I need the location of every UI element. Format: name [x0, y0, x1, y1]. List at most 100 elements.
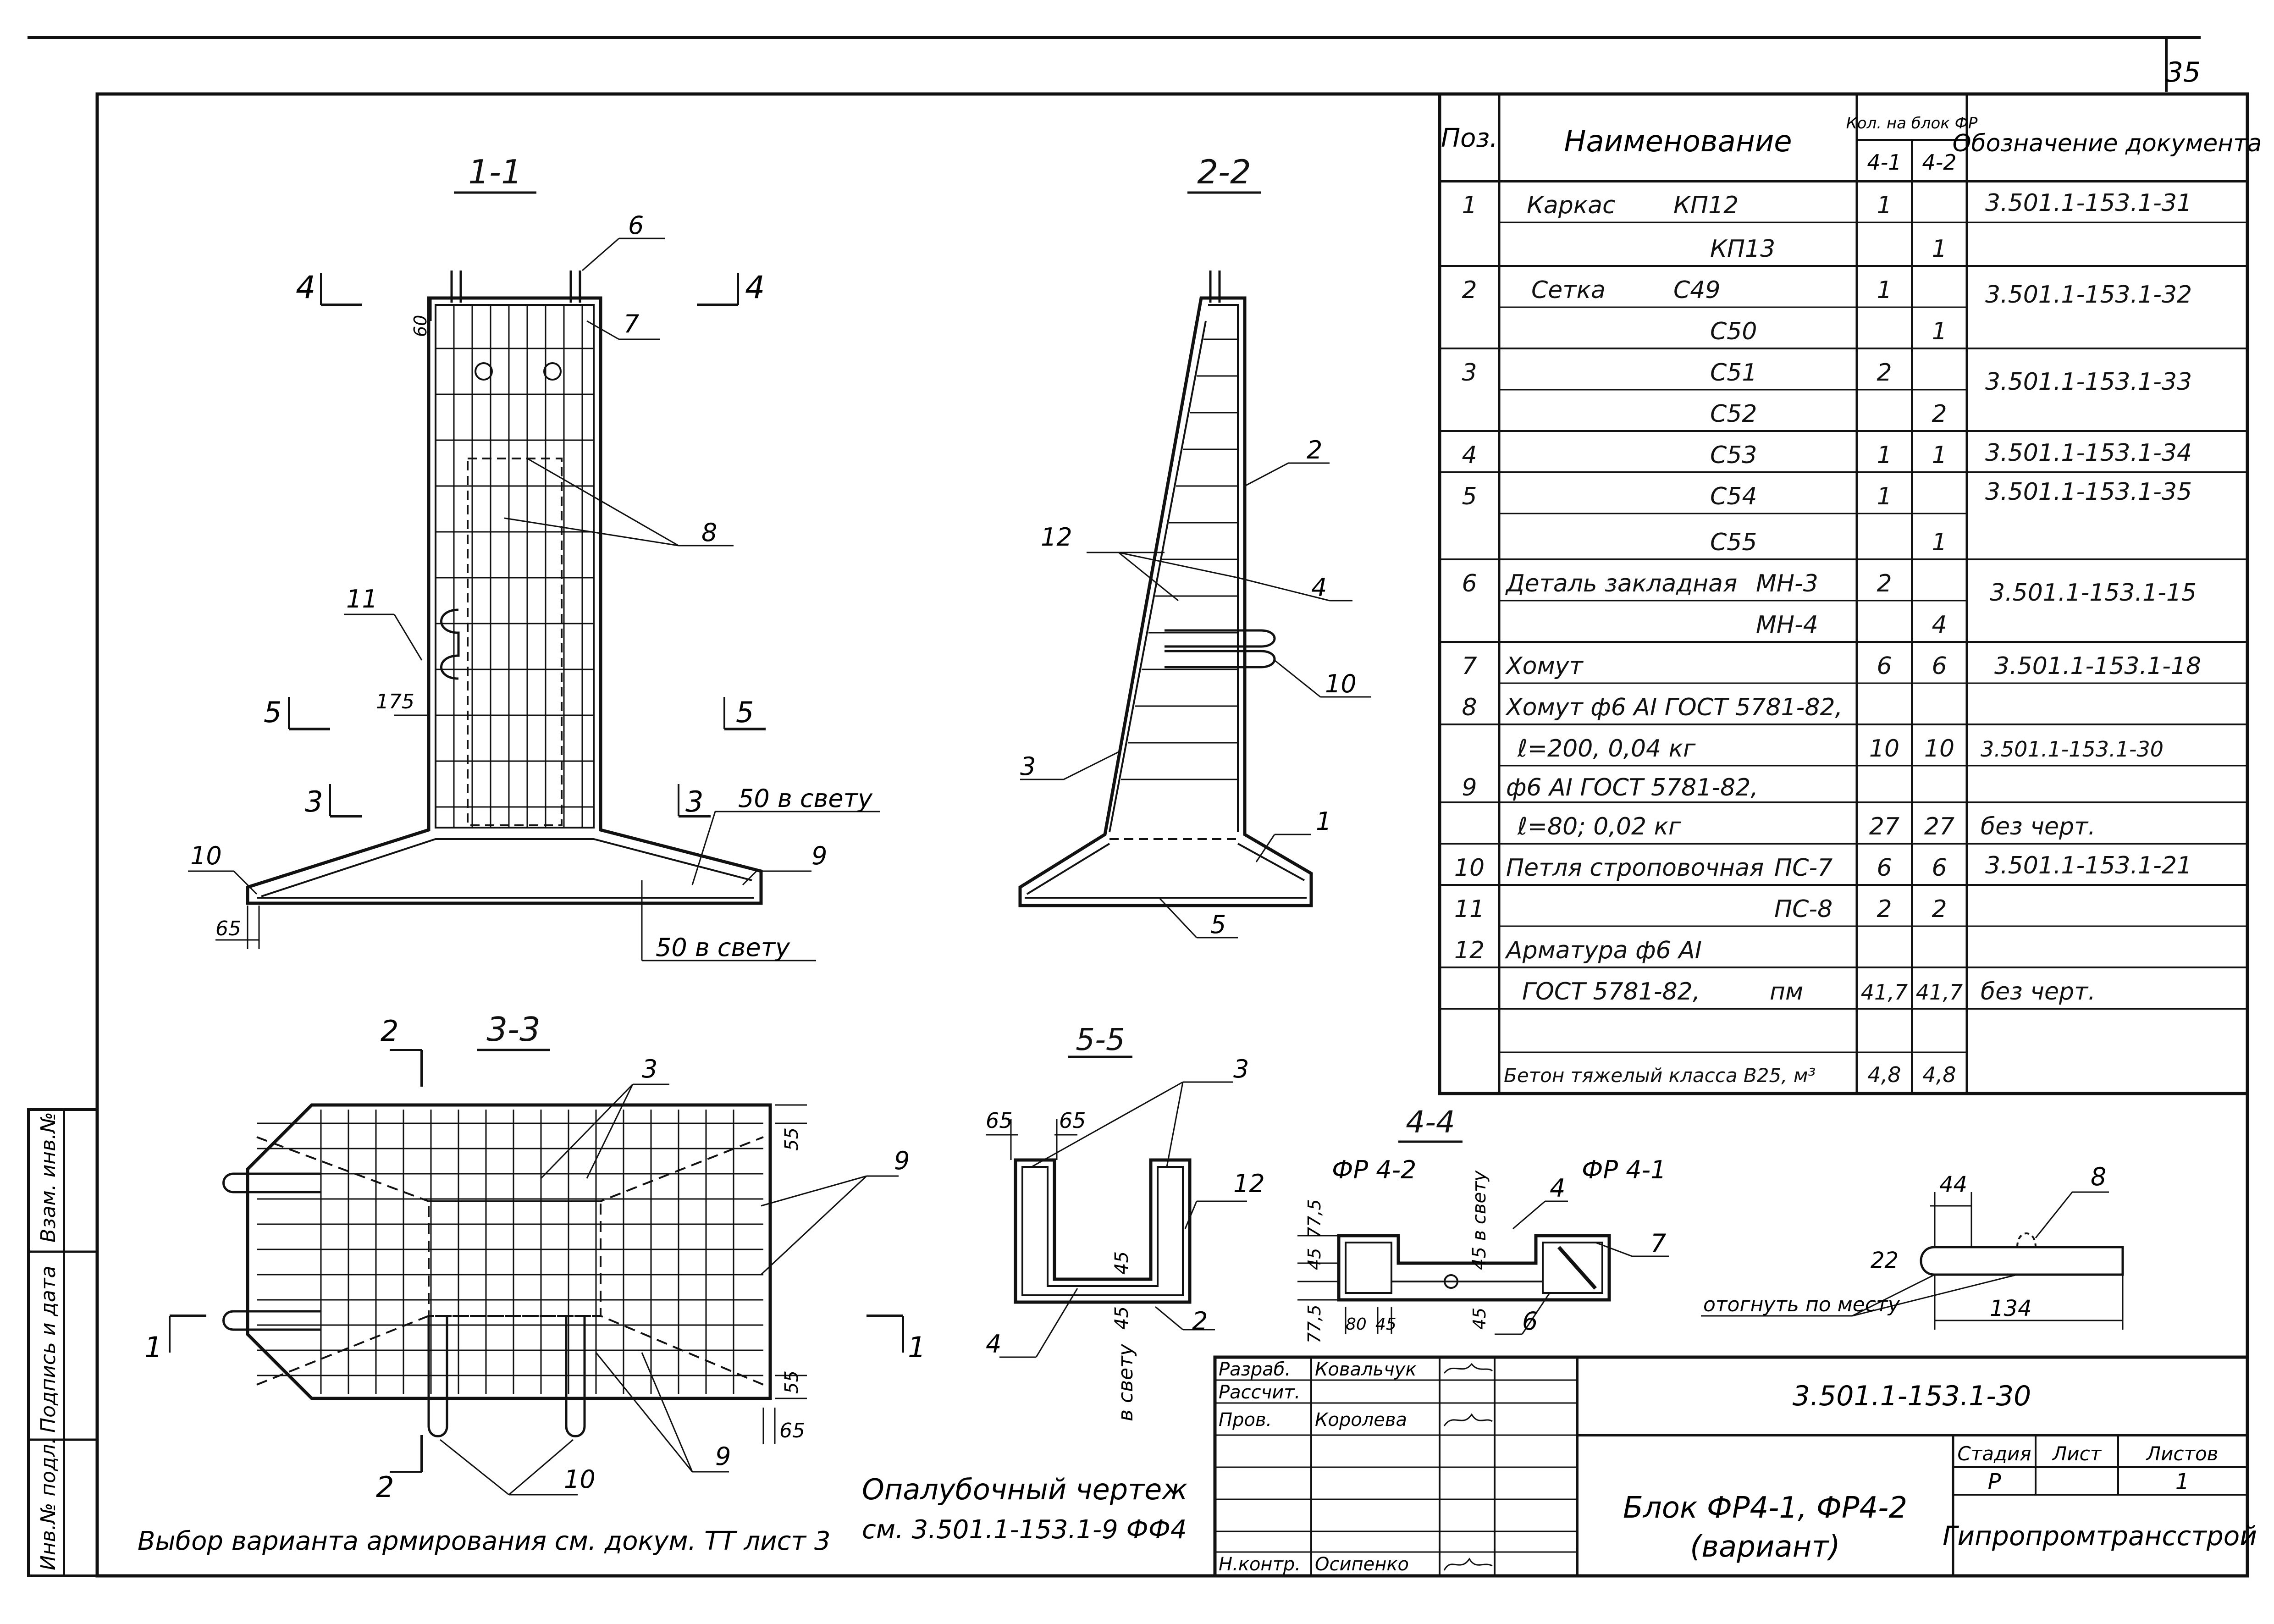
r16-mark: ПС-7	[1774, 854, 1832, 882]
r1-mark: КП13	[1710, 235, 1775, 263]
r2-mark: С49	[1673, 276, 1720, 304]
r4-q1: 2	[1877, 359, 1892, 387]
leader-9-s11: 9	[811, 841, 827, 870]
r19-q1: 41,7	[1861, 980, 1908, 1005]
th-pos: Поз.	[1441, 123, 1498, 153]
r16-q2: 6	[1932, 854, 1947, 882]
leader-4-s44: 4	[1550, 1174, 1565, 1203]
r19-q2: 41,7	[1916, 980, 1963, 1005]
dim-44: 44	[1939, 1172, 1967, 1198]
dim-45-44c: 45	[1469, 1308, 1490, 1330]
r3-q2: 1	[1932, 318, 1947, 345]
tb-stage: Р	[1988, 1469, 2001, 1495]
section-2-2-title: 2-2	[1197, 153, 1251, 191]
r16-pos: 10	[1454, 854, 1485, 882]
r6-doc: 3.501.1-153.1-34	[1985, 439, 2192, 467]
r11-pos: 7	[1462, 652, 1477, 680]
r6-pos: 4	[1462, 442, 1477, 469]
r17-pos: 11	[1454, 895, 1485, 923]
tb-doc-code: 3.501.1-153.1-30	[1793, 1380, 2031, 1412]
leader-3-s55: 3	[1233, 1055, 1249, 1083]
r14-name: ф6 АI ГОСТ 5781-82,	[1506, 774, 1758, 801]
label-fr4-2: ФР 4-2	[1332, 1155, 1416, 1184]
leader-1-s22: 1	[1316, 807, 1331, 836]
r19-mark: пм	[1770, 978, 1803, 1005]
tb-role-6: Н.контр.	[1219, 1554, 1301, 1575]
r3-mark: С50	[1710, 318, 1757, 345]
leader-7: 7	[624, 309, 639, 338]
r6-q2: 1	[1932, 442, 1947, 469]
side-strip: Взам. инв.№ Подпись и дата Инв.№ подл.	[27, 1108, 99, 1577]
note-formwork-1: Опалубочный чертеж	[862, 1473, 1187, 1506]
tb-sheets: 1	[2175, 1469, 2190, 1495]
r8-mark: С55	[1710, 529, 1757, 556]
r9-pos: 6	[1462, 570, 1477, 597]
r19-name: ГОСТ 5781-82,	[1522, 978, 1700, 1005]
r15-q2: 27	[1924, 813, 1954, 840]
r17-mark: ПС-8	[1774, 895, 1832, 923]
spec-table	[1438, 92, 2249, 1095]
th-qty-a: 4-1	[1867, 150, 1901, 175]
dim-45-b: 45	[1111, 1306, 1132, 1330]
r17-q2: 2	[1932, 895, 1947, 923]
spec-rows: 1 Каркас КП12 1 3.501.1-153.1-31 КП13 1 …	[1454, 189, 2201, 1087]
leader-4-s22: 4	[1311, 573, 1327, 602]
page-number: 35	[2166, 56, 2201, 88]
section-5-5-title: 5-5	[1076, 1022, 1125, 1057]
th-name: Наименование	[1564, 125, 1792, 159]
note-bend: отогнуть по месту	[1703, 1293, 1900, 1316]
r9-doc: 3.501.1-153.1-15	[1990, 579, 2197, 607]
leader-10-s11: 10	[190, 841, 222, 870]
leader-12-s55: 12	[1233, 1169, 1265, 1198]
dim-175: 175	[376, 690, 414, 713]
r8-q2: 1	[1932, 529, 1947, 556]
r0-mark: КП12	[1673, 192, 1739, 219]
r2-q1: 1	[1877, 276, 1892, 304]
r9-name: Деталь закладная	[1505, 570, 1737, 597]
section-2-2: 2-2	[1018, 153, 1371, 939]
dim-45-a: 45	[1111, 1251, 1132, 1275]
r9-mark: МН-3	[1756, 570, 1818, 597]
note-clear-55: в свету	[1114, 1343, 1137, 1421]
dim-77-5-a: 77,5	[1304, 1199, 1325, 1238]
dim-65-base: 65	[215, 917, 241, 940]
leader-2-s22: 2	[1307, 436, 1322, 464]
leader-8: 8	[701, 518, 717, 547]
dim-60: 60	[410, 315, 431, 337]
label-fr4-1: ФР 4-1	[1582, 1155, 1666, 1184]
r16-q1: 6	[1877, 854, 1892, 882]
r4-mark: С51	[1710, 359, 1757, 387]
r0-pos: 1	[1462, 192, 1477, 219]
r12-name: Хомут ф6 АI ГОСТ 5781-82,	[1505, 694, 1843, 721]
dim-55-top: 55	[781, 1127, 802, 1151]
tb-role-1: Рассчит.	[1219, 1382, 1300, 1403]
cut-2-bottom: 2	[376, 1470, 394, 1504]
dim-80: 80	[1346, 1315, 1367, 1334]
leader-12-s22: 12	[1041, 523, 1072, 552]
tb-name-2: Королева	[1315, 1409, 1407, 1431]
r16-name: Петля строповочная	[1506, 854, 1764, 882]
tb-role-0: Разраб.	[1219, 1359, 1291, 1380]
r7-pos: 5	[1462, 483, 1477, 510]
r1-q2: 1	[1932, 235, 1947, 263]
r20-q2: 4,8	[1922, 1062, 1956, 1087]
th-doc: Обозначение документа	[1953, 130, 2262, 157]
r11-q2: 6	[1932, 652, 1947, 680]
tb-name-0: Ковальчук	[1315, 1359, 1417, 1380]
r15-doc: без черт.	[1981, 813, 2096, 840]
cut-4-left: 4	[296, 270, 315, 306]
dim-65-a: 65	[986, 1108, 1013, 1133]
section-4-4-title: 4-4	[1406, 1105, 1455, 1140]
side-inv-orig: Инв.№ подл.	[37, 1437, 60, 1570]
r0-doc: 3.501.1-153.1-31	[1985, 189, 2192, 217]
dim-65-b: 65	[1059, 1108, 1086, 1133]
leader-6: 6	[628, 211, 644, 240]
r7-doc: 3.501.1-153.1-35	[1985, 478, 2192, 506]
cut-4-right: 4	[745, 270, 765, 306]
r0-q1: 1	[1877, 192, 1892, 219]
leader-2-s55: 2	[1192, 1307, 1208, 1336]
leader-7-s44: 7	[1650, 1229, 1666, 1258]
r15-name: ℓ=80; 0,02 кг	[1517, 813, 1681, 840]
r18-pos: 12	[1454, 937, 1485, 964]
leader-5-s22: 5	[1210, 910, 1226, 939]
